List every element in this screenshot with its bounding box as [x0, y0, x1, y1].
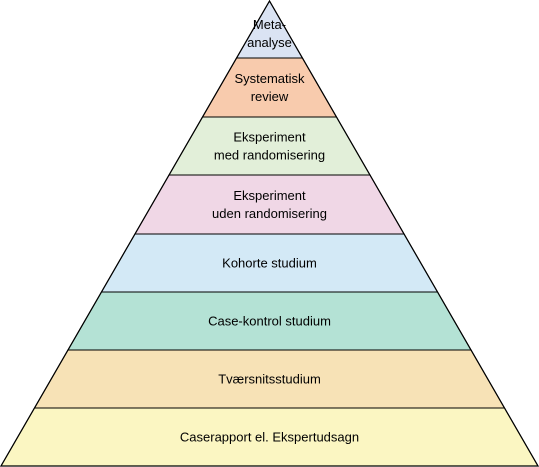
pyramid-level-4-label: Eksperiment — [233, 188, 306, 203]
pyramid-level-7-label: Tværsnitsstudium — [218, 372, 321, 387]
pyramid-level-8-label: Caserapport el. Ekspertudsagn — [180, 430, 359, 445]
pyramid-level-1-label: analyse — [247, 35, 292, 50]
pyramid-level-3-label: Eksperiment — [233, 130, 306, 145]
pyramid-level-2-label: Systematisk — [234, 71, 305, 86]
pyramid-level-6-label: Case-kontrol studium — [208, 314, 331, 329]
pyramid-level-2-label: review — [251, 89, 289, 104]
pyramid-level-5-label: Kohorte studium — [222, 256, 317, 271]
pyramid-level-2 — [201, 57, 338, 118]
pyramid-level-3 — [168, 116, 371, 176]
pyramid-level-3-label: med randomisering — [214, 148, 325, 163]
pyramid-level-1-label: Meta- — [253, 17, 286, 32]
pyramid-level-4-label: uden randomisering — [212, 206, 327, 221]
pyramid-level-4 — [134, 174, 405, 235]
